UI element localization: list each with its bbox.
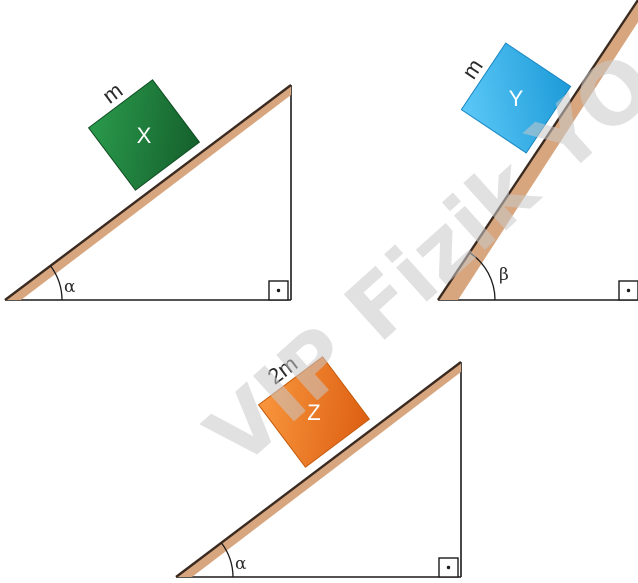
triangle-x (5, 85, 292, 301)
incline-figure-y: β Y m (437, 0, 638, 301)
triangle-z (176, 362, 462, 578)
incline-figure-x: α X m (4, 78, 292, 301)
angle-label-beta-y: β (499, 265, 509, 285)
angle-arc-x (50, 265, 63, 301)
incline-surface-z (175, 361, 462, 578)
incline-figure-z: α Z 2m (175, 351, 462, 578)
block-y: Y m (457, 42, 572, 154)
angle-label-alpha-z: α (235, 554, 247, 574)
incline-surface-y (437, 0, 638, 301)
block-letter-y: Y (509, 86, 524, 111)
angle-arc-z (220, 542, 234, 578)
right-angle-marker-x (268, 280, 289, 301)
block-letter-x: X (137, 123, 152, 148)
block-letter-z: Z (307, 400, 320, 425)
right-angle-marker-z (438, 557, 459, 578)
incline-surface-x (4, 84, 292, 301)
angle-label-alpha-x: α (64, 277, 76, 297)
right-angle-marker-y (618, 280, 638, 301)
watermark-text: VIP Fizik YO (188, 34, 638, 485)
angle-arc-y (469, 252, 496, 301)
